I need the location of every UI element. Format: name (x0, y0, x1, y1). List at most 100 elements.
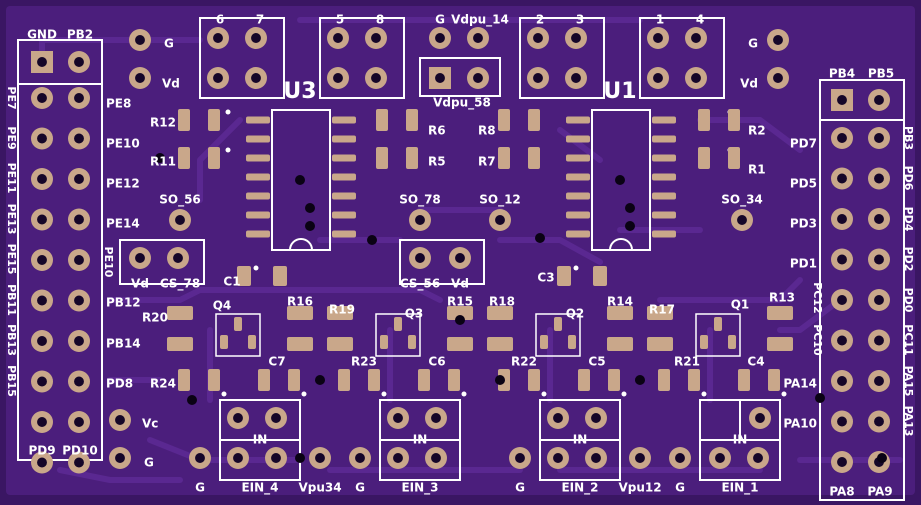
drill-hole (135, 253, 145, 263)
drill-hole (837, 173, 847, 184)
drill-hole (173, 253, 183, 263)
silk-label: PD9 (28, 444, 55, 458)
silk-outline (419, 57, 501, 97)
drill-hole (74, 417, 84, 427)
silk-label: PB12 (106, 296, 141, 310)
component-pads (31, 27, 890, 474)
silk-outline (319, 17, 405, 99)
via (495, 375, 505, 385)
via (305, 203, 315, 213)
drill-hole (74, 336, 84, 346)
smd-pad (408, 335, 416, 349)
smd-pad (566, 211, 590, 219)
silk-label: G (435, 13, 445, 27)
smd-pad (554, 317, 562, 331)
silk-outline (17, 39, 103, 461)
via (635, 375, 645, 385)
silk-label: R11 (150, 155, 176, 169)
drill-hole (691, 73, 701, 83)
silk-outline (695, 313, 741, 357)
silk-label: PE7 (5, 86, 18, 109)
silk-label: PC10 (811, 324, 824, 356)
via (187, 395, 197, 405)
smd-pad (566, 135, 590, 143)
drill-hole (533, 33, 543, 43)
smd-pad (237, 266, 251, 286)
silk-label: R6 (428, 124, 446, 138)
smd-pad (566, 192, 590, 200)
drill-hole (37, 133, 47, 144)
silk-label: 5 (336, 13, 344, 27)
drill-hole (333, 33, 343, 43)
drill-hole (435, 33, 445, 43)
drill-hole (233, 413, 243, 423)
drill-hole (74, 133, 84, 144)
silk-outline (535, 313, 581, 357)
drill-hole (271, 413, 281, 423)
smd-pad (566, 230, 590, 238)
silk-label: G (748, 37, 758, 51)
drill-hole (571, 33, 581, 43)
silk-label: R2 (748, 124, 766, 138)
smd-pad (487, 337, 513, 351)
smd-pad (568, 335, 576, 349)
pin1-marker (381, 391, 387, 397)
smd-pad (607, 306, 633, 320)
silk-label: Vpu34 (298, 481, 341, 495)
silk-label: C7 (268, 355, 285, 369)
via (877, 453, 887, 463)
copper-trace (557, 127, 603, 163)
silk-outline (591, 109, 651, 251)
drill-hole (115, 415, 125, 425)
drill-hole (874, 295, 884, 305)
silk-label: R5 (428, 155, 446, 169)
via (305, 221, 315, 231)
via (615, 175, 625, 185)
smd-pad (376, 109, 388, 131)
silk-label: 2 (536, 13, 544, 27)
silk-label: PD10 (62, 444, 97, 458)
smd-pad (647, 306, 673, 320)
drill-hole (874, 133, 884, 143)
smd-pad (406, 109, 418, 131)
silk-label: C5 (588, 355, 605, 369)
smd-pad (394, 317, 402, 331)
smd-pad (528, 369, 540, 391)
silk-label: R22 (511, 355, 537, 369)
copper-trace (197, 117, 243, 203)
drill-hole (37, 174, 47, 184)
pin1-marker (541, 391, 547, 397)
smd-pad (767, 337, 793, 351)
silk-label: PA10 (783, 417, 817, 431)
smd-pad (248, 335, 256, 349)
drill-hole (37, 214, 47, 225)
silk-label: IN (253, 433, 268, 447)
drill-hole (837, 133, 847, 143)
smd-pad (246, 230, 270, 238)
silk-label: 7 (256, 13, 264, 27)
silk-label: R8 (478, 124, 496, 138)
silk-label: EIN_2 (561, 481, 598, 496)
drill-hole (874, 95, 884, 105)
smd-pad (332, 154, 356, 162)
ic-notch (609, 238, 633, 251)
smd-pad (368, 369, 380, 391)
pin1-marker (221, 391, 227, 397)
drill-hole (251, 73, 261, 83)
drill-hole (473, 73, 483, 83)
smd-pad (327, 306, 353, 320)
smd-pad (557, 266, 571, 286)
drill-hole (837, 295, 847, 305)
via (295, 453, 305, 463)
silk-label: G (164, 37, 174, 51)
silk-label: Q1 (731, 298, 750, 312)
silk-outline (119, 239, 205, 285)
silk-label: PE15 (5, 244, 18, 275)
silk-label: SO_34 (721, 193, 763, 208)
silk-label: R18 (489, 295, 515, 309)
drill-hole (837, 457, 847, 467)
drill-hole (675, 453, 685, 463)
drill-hole (74, 57, 84, 67)
silk-label: PE14 (106, 217, 140, 231)
silk-label: PD3 (790, 217, 817, 231)
